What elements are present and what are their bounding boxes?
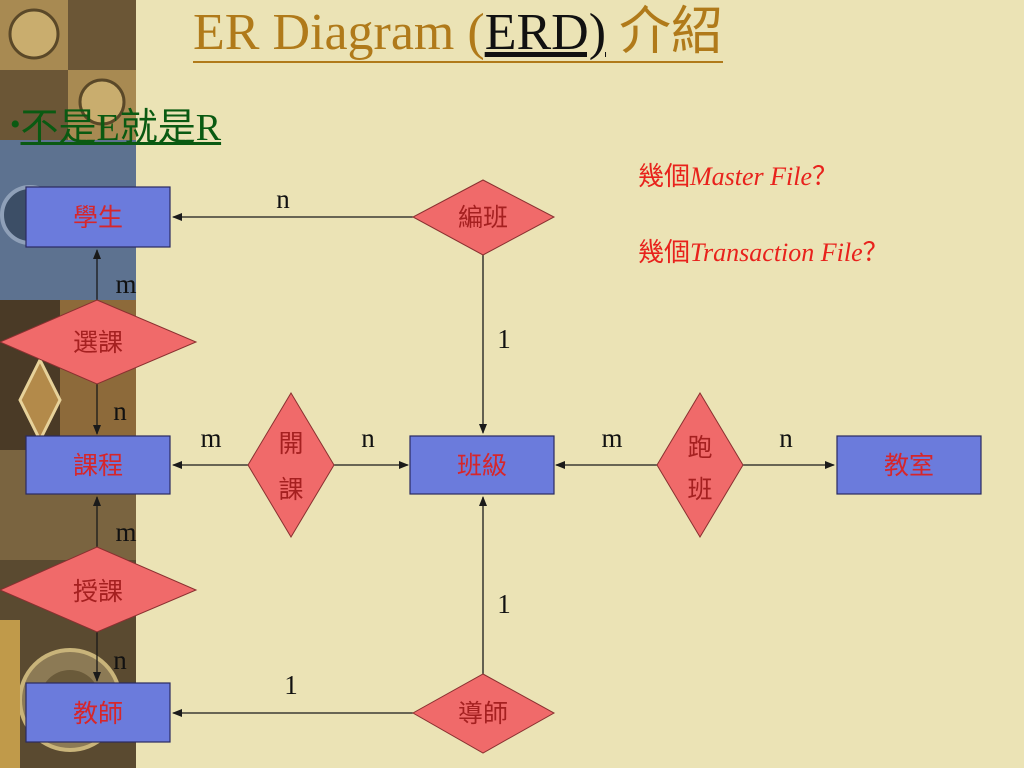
cardinality-teach-teacher: n xyxy=(113,645,127,675)
note-transaction-file: 幾個Transaction File？ xyxy=(638,232,889,269)
relationship-select-course: 選課 xyxy=(0,299,198,385)
relationship-teach: 授課 xyxy=(0,546,198,633)
note-master-italic: Master File xyxy=(690,162,813,191)
cardinality-run-room: n xyxy=(779,423,793,453)
relationship-run-class: 跑 班 xyxy=(656,392,744,538)
note-trans-prefix: 幾個 xyxy=(638,238,691,267)
relationship-teach-label: 授課 xyxy=(73,577,123,606)
slide-title: ER Diagram (ERD) 介紹 xyxy=(193,4,724,64)
relationship-run-class-label-1: 跑 xyxy=(687,433,712,462)
bullet-point: •不是E就是R xyxy=(10,107,222,150)
note-master-q: ？ xyxy=(812,162,839,191)
cardinality-assign-student: n xyxy=(276,184,290,214)
cardinality-open-course: m xyxy=(200,423,221,453)
relationship-open-course-label-1: 開 xyxy=(278,429,303,458)
relationship-select-course-label: 選課 xyxy=(73,328,123,357)
cardinality-advisor-teacher: 1 xyxy=(284,670,298,700)
cardinality-select-student: m xyxy=(115,269,136,299)
entity-student-label: 學生 xyxy=(73,203,123,232)
title-erd: ERD) xyxy=(484,4,607,61)
cardinality-teach-course: m xyxy=(115,517,136,547)
entity-course-label: 課程 xyxy=(73,451,123,480)
note-trans-italic: Transaction File xyxy=(690,238,863,267)
note-master-file: 幾個Master File？ xyxy=(638,156,838,193)
relationship-advisor-label: 導師 xyxy=(458,699,508,728)
relationship-run-class-label-2: 班 xyxy=(687,475,712,504)
note-master-prefix: 幾個 xyxy=(638,162,691,191)
entity-teacher-label: 教師 xyxy=(73,699,123,728)
entity-teacher: 教師 xyxy=(25,682,171,743)
entity-class: 班級 xyxy=(409,435,555,495)
relationship-open-course-label-2: 課 xyxy=(278,475,303,504)
note-trans-q: ？ xyxy=(862,238,889,267)
entity-student: 學生 xyxy=(25,186,171,248)
entity-classroom: 教室 xyxy=(836,435,982,495)
bullet-mark: • xyxy=(10,108,21,141)
entity-classroom-label: 教室 xyxy=(884,451,934,480)
cardinality-select-course: n xyxy=(113,396,127,426)
relationship-advisor: 導師 xyxy=(411,673,556,754)
title-prefix: ER Diagram ( xyxy=(193,4,485,61)
relationship-open-course: 開 課 xyxy=(247,392,335,538)
cardinality-open-class: n xyxy=(361,423,375,453)
cardinality-assign-class: 1 xyxy=(497,324,511,354)
entity-course: 課程 xyxy=(25,435,171,495)
relationship-assign-class-label: 編班 xyxy=(458,203,508,232)
cardinality-run-class: m xyxy=(601,423,622,453)
cardinality-advisor-class: 1 xyxy=(497,589,511,619)
relationship-assign-class: 編班 xyxy=(411,179,556,256)
entity-class-label: 班級 xyxy=(457,451,507,480)
bullet-text: 不是E就是R xyxy=(20,107,222,149)
title-suffix: 介紹 xyxy=(606,4,724,61)
